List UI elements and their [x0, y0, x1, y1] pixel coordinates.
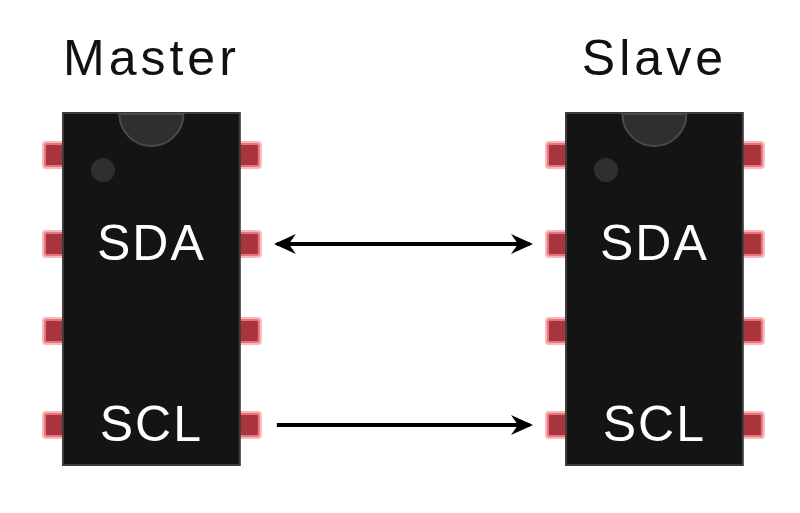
pin-name: SCL: [603, 396, 706, 454]
chip-body: [63, 113, 240, 465]
chip-body: [566, 113, 743, 465]
pin-name: SDA: [600, 215, 709, 273]
pin1-dot: [594, 158, 618, 182]
ic-chip: SlaveSDA SCL: [543, 30, 767, 475]
pin-name: SDA: [97, 215, 206, 273]
chip-notch: [119, 114, 183, 146]
pin1-dot: [91, 158, 115, 182]
chip-notch: [622, 114, 686, 146]
chip-name: Master: [63, 30, 240, 88]
ic-chip: MasterSDA SCL: [40, 30, 264, 475]
pin-name: SCL: [100, 396, 203, 454]
signal-arrow: [277, 423, 530, 427]
signal-arrow: [277, 242, 530, 246]
chip-name: Slave: [582, 30, 727, 88]
